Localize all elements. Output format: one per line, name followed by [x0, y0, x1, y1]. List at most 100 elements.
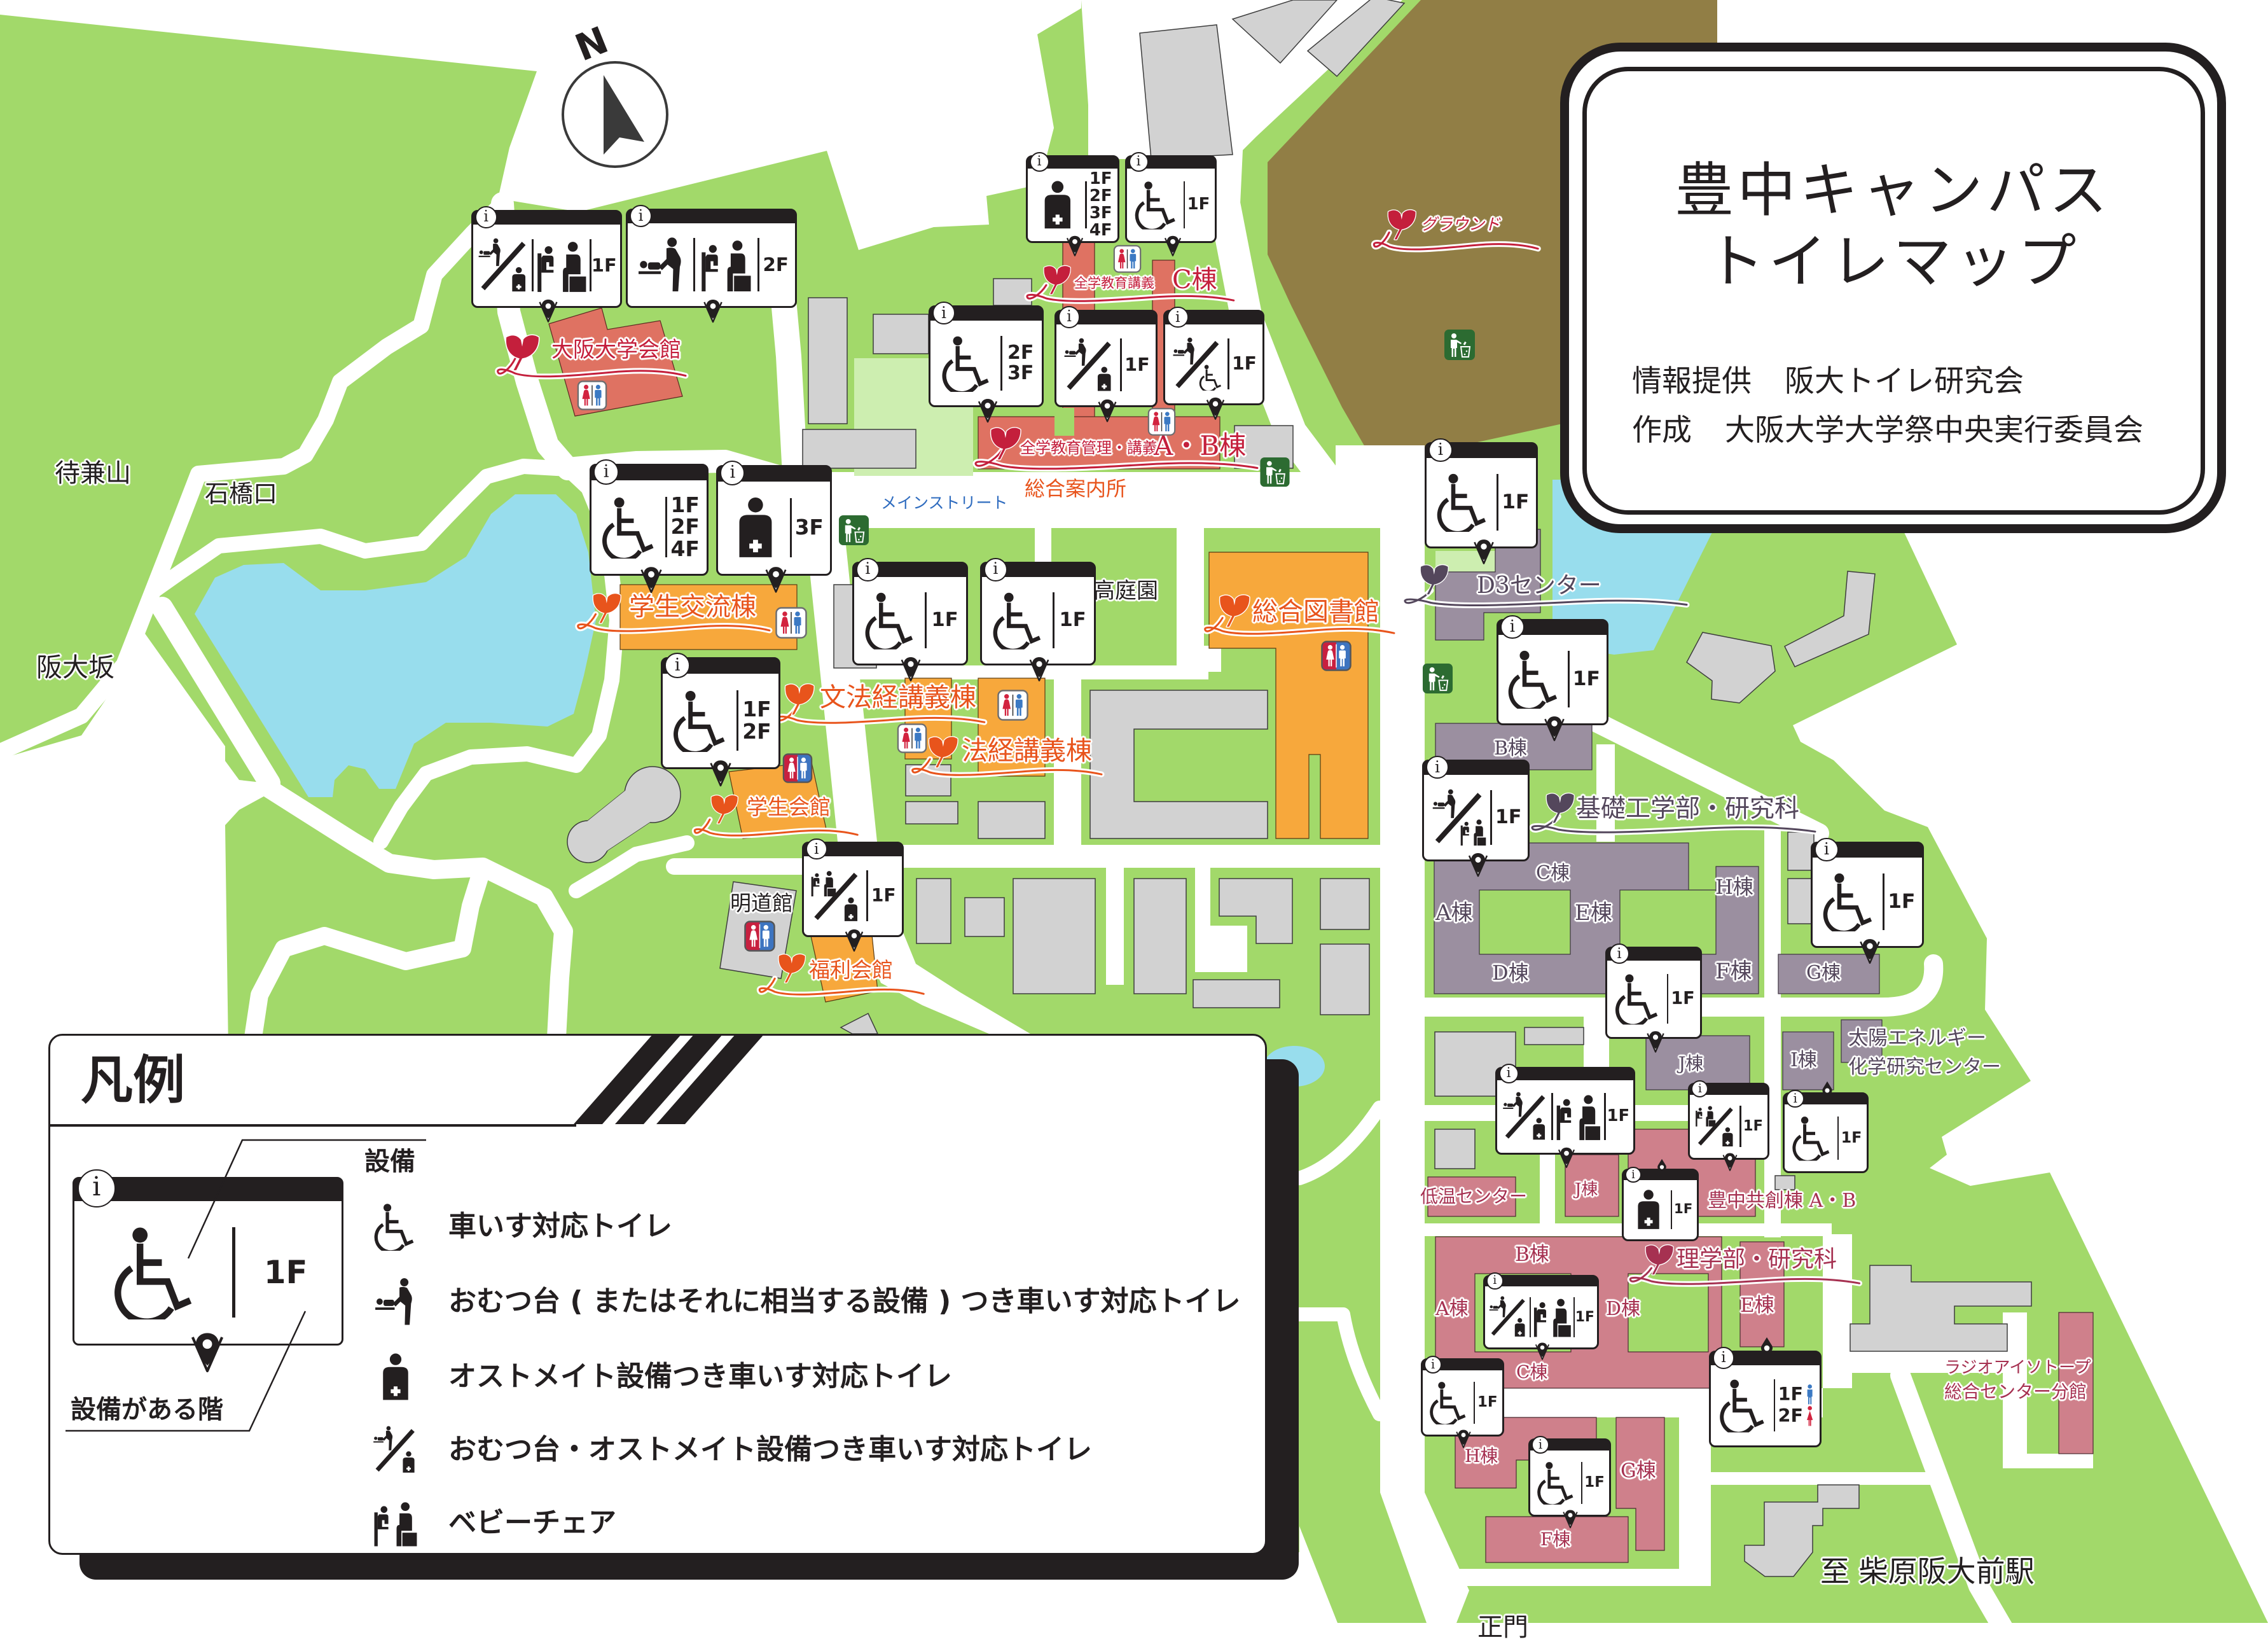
floor-list: 1F — [1671, 989, 1694, 1008]
building-label: A棟 — [1435, 900, 1473, 926]
card-header-bar — [74, 1178, 342, 1202]
wheelchair-icon — [1427, 1381, 1471, 1424]
info-card-engineering-c[interactable]: i 1F — [1422, 756, 1530, 861]
card-body: 1F — [473, 225, 620, 306]
floor-list: 1F — [1495, 807, 1521, 828]
info-card-science-h[interactable]: i 1F — [1421, 1356, 1504, 1437]
card-header-bar — [1784, 1094, 1867, 1105]
legend-panel: 凡例 i 1F 設備 設備がある階 車いす対応トイレ おむつ台 ( またはそれに… — [48, 1034, 1267, 1555]
info-card-ab-building-diaper-wheelchair[interactable]: i 1F — [1163, 306, 1264, 405]
info-card-student-exchange-ostomate[interactable]: i 3F — [716, 461, 832, 576]
floor-list: 1F — [1575, 1310, 1594, 1325]
card-divider — [1573, 1297, 1575, 1337]
floor-label: 1F — [1477, 1394, 1498, 1411]
info-card-ab-building-diaper-ostomate[interactable]: i 1F — [1054, 306, 1158, 407]
info-badge: i — [1166, 306, 1189, 328]
ginkgo-leaf-icon — [775, 952, 807, 984]
card-divider — [532, 239, 534, 292]
floor-label: 1F — [1743, 1117, 1763, 1134]
info-card-ab-building-wheelchair[interactable]: i 2F 3F — [929, 302, 1044, 407]
info-card-d3-center[interactable]: i 1F — [1425, 438, 1538, 548]
info-card-science-e[interactable]: i 1F 2F — [1709, 1351, 1822, 1447]
info-card-osaka-univ-hall-2f[interactable]: i 2F — [626, 205, 797, 308]
info-card-science-c[interactable]: i 1F — [1483, 1272, 1599, 1349]
location-pin-icon — [1163, 235, 1182, 257]
card-divider — [925, 592, 927, 648]
card-header-bar — [1165, 311, 1263, 324]
info-card-student-exchange-wheelchair[interactable]: i 1F 2F 4F — [590, 459, 709, 576]
info-provider-label: 情報提供 — [1632, 364, 1752, 399]
place-name: 福利会館 — [809, 957, 893, 982]
info-provider-line: 情報提供阪大トイレ研究会 — [1632, 366, 2024, 396]
info-card-i-building[interactable]: i 1F — [1783, 1092, 1869, 1173]
card-divider — [1882, 873, 1884, 931]
diaper-ostomate-icon — [1062, 338, 1117, 393]
info-card-kyoso-ostomate[interactable]: i 1F — [1622, 1169, 1699, 1241]
location-pin-icon — [1028, 656, 1051, 682]
meidokan-label: 明道館 — [730, 891, 793, 915]
info-card-osaka-univ-hall-1f[interactable]: i 1F — [471, 206, 622, 308]
card-divider — [1551, 1092, 1553, 1141]
building-label: B棟 — [1515, 1243, 1549, 1266]
card-header-bar — [1484, 1276, 1598, 1287]
ostomate-icon — [1033, 180, 1082, 230]
building-label: C棟 — [1536, 862, 1570, 884]
card-header-bar — [1689, 1084, 1768, 1095]
ribbon-decoration — [1025, 283, 1235, 303]
info-card-engineering-b[interactable]: i 1F — [1497, 615, 1608, 725]
info-card-c-building-wheelchair[interactable]: i 1F — [1125, 152, 1217, 243]
legend-item: 車いす対応トイレ — [371, 1199, 672, 1254]
building-label: F棟 — [1715, 959, 1752, 984]
info-card-science-j[interactable]: i 1F — [1495, 1064, 1635, 1155]
card-divider — [1773, 1379, 1776, 1431]
wheelchair-icon — [1717, 1378, 1771, 1433]
info-badge: i — [1500, 615, 1525, 639]
card-divider — [736, 690, 739, 751]
machikaneyama-label: 待兼山 — [55, 459, 131, 488]
info-card-engineering-g[interactable]: i 1F — [1811, 837, 1924, 948]
card-body: 2F 3F — [930, 321, 1042, 405]
info-card-engineering-j[interactable]: i 1F — [1605, 943, 1702, 1039]
place-name: 文法経講義棟 — [820, 682, 976, 713]
wheelchair-icon — [939, 335, 996, 392]
info-card-hokei-wheelchair[interactable]: i 1F — [980, 557, 1096, 665]
info-card-welfare-hall[interactable]: i 1F — [802, 838, 904, 937]
info-badge: i — [1815, 837, 1839, 862]
card-divider — [665, 497, 667, 557]
building-label: G棟 — [1806, 962, 1841, 984]
card-divider — [1666, 974, 1669, 1024]
info-card-c-building-ostomate[interactable]: i 1F 2F 3F 4F — [1026, 152, 1119, 243]
building-label: D棟 — [1492, 961, 1529, 985]
info-badge: i — [629, 205, 653, 228]
info-card-science-f[interactable]: i 1F — [1528, 1436, 1611, 1517]
ginkgo-leaf-icon — [782, 681, 816, 716]
card-body: 1F — [804, 856, 902, 935]
place-name: 総合図書館 — [1252, 597, 1379, 627]
info-card-bunpokei-wheelchair[interactable]: i 1F — [852, 557, 968, 665]
floor-list: 1F — [932, 610, 958, 630]
floor-list: 1F — [1573, 669, 1600, 690]
floor-list: 1F 2F 3F 4F — [1089, 170, 1112, 240]
restroom-filled-icon — [744, 921, 775, 952]
info-badge: i — [1128, 152, 1149, 172]
card-divider — [1604, 1092, 1606, 1141]
building-label: G棟 — [1621, 1459, 1656, 1482]
ribbon-decoration — [1373, 230, 1539, 252]
location-pin-icon — [1722, 1152, 1738, 1171]
location-pin-icon — [977, 398, 999, 423]
card-body: 1F — [1485, 1286, 1597, 1347]
location-pin-icon — [844, 928, 864, 952]
info-badge: i — [1486, 1272, 1504, 1290]
floor-label: 1F — [670, 492, 700, 517]
info-card-kyoso-babychair-ostomate[interactable]: i 1F — [1688, 1080, 1769, 1160]
info-card-student-hall-wheelchair[interactable]: i 1F 2F — [661, 653, 780, 769]
wheelchair-icon — [1434, 472, 1493, 532]
floor-list: 1F — [1232, 354, 1257, 373]
female-icon — [1806, 1405, 1814, 1427]
restroom-icon — [577, 380, 607, 410]
restroom-icon — [1147, 408, 1177, 436]
building-label: E棟 — [1575, 900, 1612, 926]
floor-list: 1F — [1187, 196, 1210, 213]
building-label: J棟 — [1678, 1053, 1704, 1074]
card-header-bar — [1423, 761, 1528, 775]
